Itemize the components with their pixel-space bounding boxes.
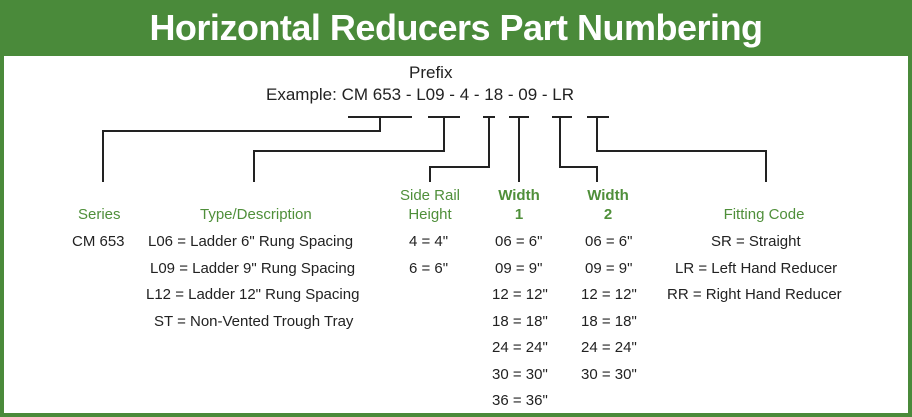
prefix-label: Prefix	[409, 63, 453, 82]
connector-lines	[102, 116, 767, 182]
side-rail-heading-line2: Height	[408, 206, 452, 223]
width1-value: 09 = 9"	[495, 260, 543, 277]
side-rail-value: 6 = 6"	[409, 260, 449, 277]
width2-value: 12 = 12"	[581, 286, 637, 303]
type-value: L12 = Ladder 12" Rung Spacing	[146, 286, 360, 303]
connector-side-rail	[429, 117, 490, 182]
width2-heading-line1: Width	[587, 187, 629, 204]
side-rail-heading-line1: Side Rail	[399, 187, 461, 204]
width2-heading-line2: 2	[603, 206, 613, 223]
width1-value: 36 = 36"	[492, 392, 548, 409]
series-value: CM 653	[72, 233, 125, 250]
example-part-number: Example: CM 653 - L09 - 4 - 18 - 09 - LR	[266, 85, 575, 104]
width2-value: 30 = 30"	[581, 366, 637, 383]
width1-heading-line2: 1	[514, 206, 524, 223]
page-title: Horizontal Reducers Part Numbering	[149, 7, 763, 48]
connector-width2	[559, 117, 598, 182]
width2-value: 09 = 9"	[585, 260, 633, 277]
width1-value: 30 = 30"	[492, 366, 548, 383]
width1-value: 06 = 6"	[495, 233, 543, 250]
type-value: L06 = Ladder 6" Rung Spacing	[148, 233, 354, 250]
width2-value: 24 = 24"	[581, 339, 637, 356]
connector-series	[102, 117, 381, 182]
width1-heading-line1: Width	[498, 187, 540, 204]
connector-type	[253, 117, 445, 182]
width2-value: 18 = 18"	[581, 313, 637, 330]
series-heading: Series	[78, 206, 121, 223]
type-value: L09 = Ladder 9" Rung Spacing	[150, 260, 356, 277]
fitting-value: SR = Straight	[711, 233, 801, 250]
width2-value: 06 = 6"	[585, 233, 633, 250]
type-value: ST = Non-Vented Trough Tray	[154, 313, 354, 330]
width1-value: 12 = 12"	[492, 286, 548, 303]
connector-fitting	[596, 117, 767, 182]
side-rail-value: 4 = 4"	[409, 233, 449, 250]
diagram-panel: Prefix Example: CM 653 - L09 - 4 - 18 - …	[4, 56, 908, 413]
fitting-value: RR = Right Hand Reducer	[667, 286, 842, 303]
width1-value: 18 = 18"	[492, 313, 548, 330]
width1-value: 24 = 24"	[492, 339, 548, 356]
fitting-value: LR = Left Hand Reducer	[675, 260, 838, 277]
fitting-heading: Fitting Code	[723, 206, 805, 223]
type-heading: Type/Description	[200, 206, 312, 223]
